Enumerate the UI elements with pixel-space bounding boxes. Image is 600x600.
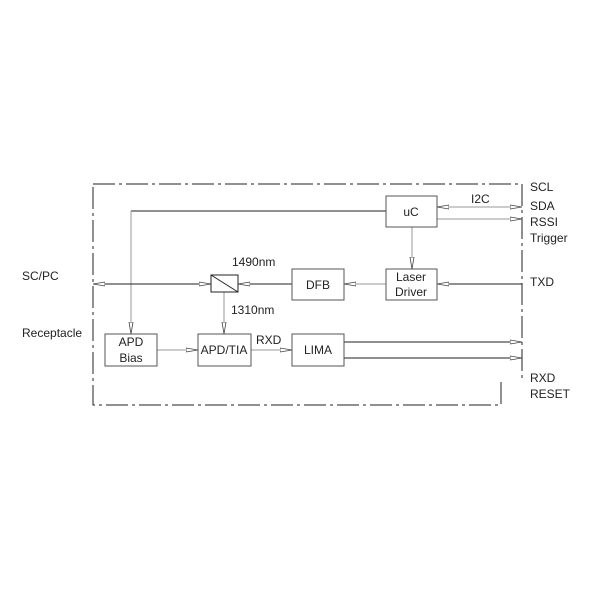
block-uc: uC bbox=[385, 195, 438, 228]
pin-txd: TXD bbox=[530, 275, 554, 289]
receptacle-label: Receptacle bbox=[22, 326, 82, 340]
rxd-internal-label: RXD bbox=[256, 333, 282, 347]
pin-rssi: RSSI bbox=[530, 215, 558, 229]
block-dfb: DFB bbox=[291, 268, 345, 301]
lima-label: LIMA bbox=[304, 343, 332, 357]
block-apd-tia: APD/TIA bbox=[197, 333, 252, 367]
laser-driver-label-2: Driver bbox=[395, 285, 427, 299]
block-lima: LIMA bbox=[291, 333, 345, 367]
pin-rxd: RXD bbox=[530, 371, 556, 385]
wavelength-1490-label: 1490nm bbox=[232, 255, 275, 269]
pin-scl: SCL bbox=[530, 180, 554, 194]
module-boundary bbox=[92, 183, 523, 406]
pin-sda: SDA bbox=[530, 199, 555, 213]
wavelength-1310-label: 1310nm bbox=[231, 303, 274, 317]
apd-bias-label-1: APD bbox=[119, 335, 144, 349]
wdm-splitter bbox=[210, 274, 239, 293]
connections bbox=[93, 207, 522, 358]
i2c-label: I2C bbox=[471, 192, 490, 206]
sc-pc-label: SC/PC bbox=[22, 269, 59, 283]
laser-driver-label-1: Laser bbox=[396, 270, 426, 284]
pin-reset: RESET bbox=[530, 387, 571, 401]
block-laser-driver: Laser Driver bbox=[385, 268, 438, 301]
uc-label: uC bbox=[403, 205, 419, 219]
pin-trigger: Trigger bbox=[530, 231, 568, 245]
block-apd-bias: APD Bias bbox=[104, 333, 158, 367]
apd-tia-label: APD/TIA bbox=[201, 343, 248, 357]
apd-bias-label-2: Bias bbox=[119, 351, 142, 365]
dfb-label: DFB bbox=[306, 278, 330, 292]
